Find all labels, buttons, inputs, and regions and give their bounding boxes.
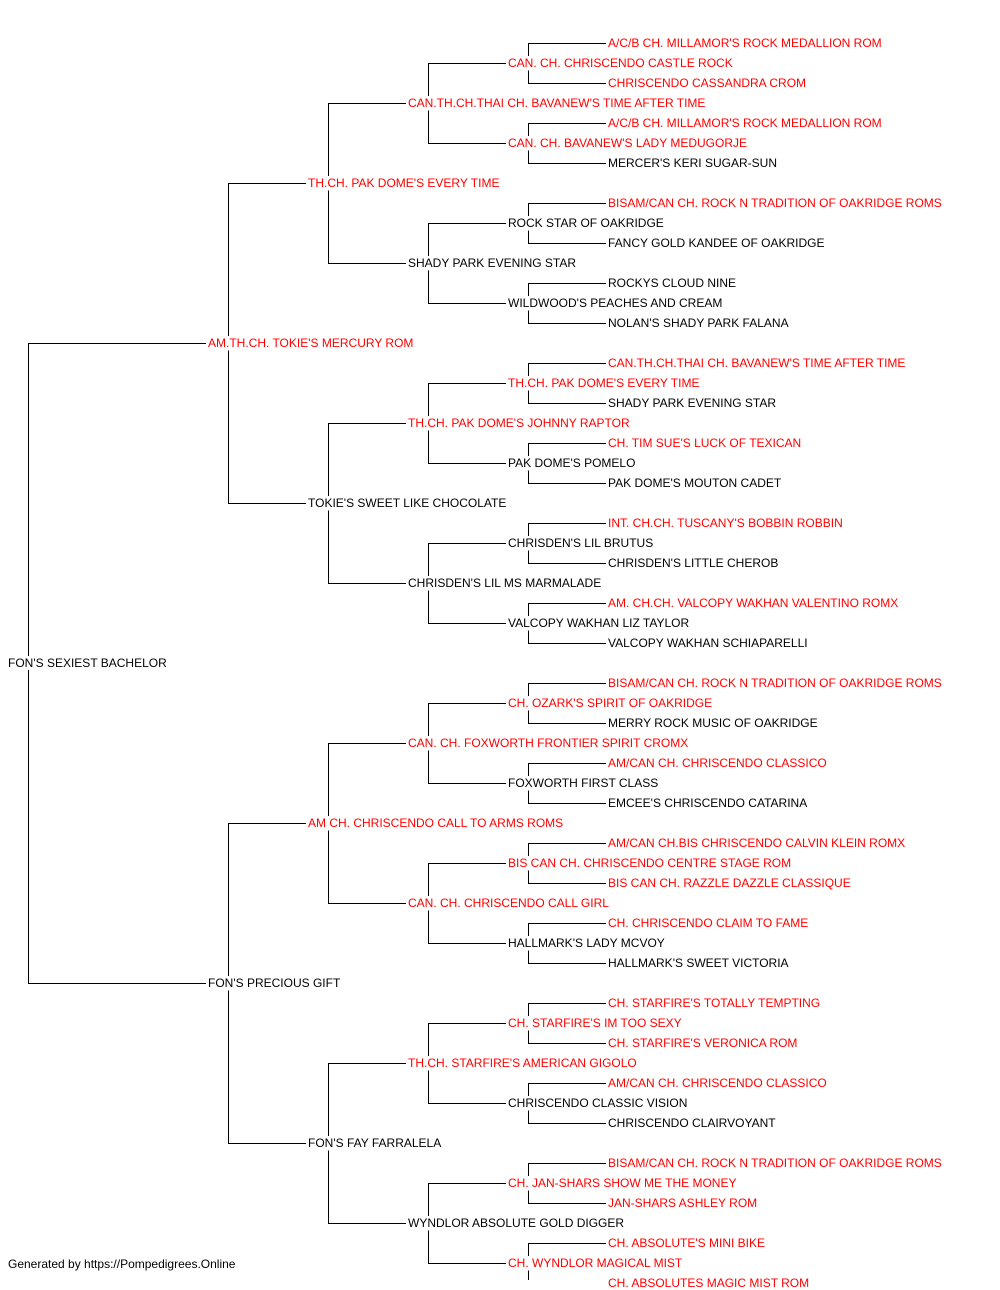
pedigree-entry-gen5-chrisden-s-little-cherob: CHRISDEN'S LITTLE CHEROB <box>608 556 780 570</box>
pedigree-entry-gen5-ch-absolutes-magic-mist-rom: CH. ABSOLUTES MAGIC MIST ROM <box>608 1276 811 1290</box>
pedigree-entry-gen4-chriscendo-classic-vision: CHRISCENDO CLASSIC VISION <box>508 1096 689 1110</box>
pedigree-entry-gen5-merry-rock-music-of-oakridge: MERRY ROCK MUSIC OF OAKRIDGE <box>608 716 819 730</box>
pedigree-entry-gen4-can-ch-bavanew-s-lady-medugorje: CAN. CH. BAVANEW'S LADY MEDUGORJE <box>508 136 748 150</box>
pedigree-entry-gen2-th-ch-pak-dome-s-every-time: TH.CH. PAK DOME'S EVERY TIME <box>308 176 501 190</box>
pedigree-entry-gen5-am-ch-ch-valcopy-wakhan-valentino-romx: AM. CH.CH. VALCOPY WAKHAN VALENTINO ROMX <box>608 596 900 610</box>
pedigree-entry-gen4-foxworth-first-class: FOXWORTH FIRST CLASS <box>508 776 660 790</box>
pedigree-entry-gen4-hallmark-s-lady-mcvoy: HALLMARK'S LADY MCVOY <box>508 936 666 950</box>
pedigree-entry-gen5-shady-park-evening-star: SHADY PARK EVENING STAR <box>608 396 778 410</box>
pedigree-entry-gen4-bis-can-ch-chriscendo-centre-stage-rom: BIS CAN CH. CHRISCENDO CENTRE STAGE ROM <box>508 856 793 870</box>
pedigree-entry-gen2-am-ch-chriscendo-call-to-arms-roms: AM CH. CHRISCENDO CALL TO ARMS ROMS <box>308 816 565 830</box>
pedigree-entry-gen4-th-ch-pak-dome-s-every-time: TH.CH. PAK DOME'S EVERY TIME <box>508 376 701 390</box>
pedigree-entry-gen5-chriscendo-cassandra-crom: CHRISCENDO CASSANDRA CROM <box>608 76 808 90</box>
pedigree-entry-gen5-am-can-ch-chriscendo-classico: AM/CAN CH. CHRISCENDO CLASSICO <box>608 756 828 770</box>
pedigree-entry-gen5-a-c-b-ch-millamor-s-rock-medallion-rom: A/C/B CH. MILLAMOR'S ROCK MEDALLION ROM <box>608 36 883 50</box>
pedigree-entry-gen4-valcopy-wakhan-liz-taylor: VALCOPY WAKHAN LIZ TAYLOR <box>508 616 691 630</box>
pedigree-entry-gen4-ch-ozark-s-spirit-of-oakridge: CH. OZARK'S SPIRIT OF OAKRIDGE <box>508 696 714 710</box>
pedigree-entry-gen4-pak-dome-s-pomelo: PAK DOME'S POMELO <box>508 456 637 470</box>
pedigree-entry-gen3-th-ch-pak-dome-s-johnny-raptor: TH.CH. PAK DOME'S JOHNNY RAPTOR <box>408 416 631 430</box>
pedigree-entry-gen5-am-can-ch-chriscendo-classico: AM/CAN CH. CHRISCENDO CLASSICO <box>608 1076 828 1090</box>
pedigree-entry-gen5-bis-can-ch-razzle-dazzle-classique: BIS CAN CH. RAZZLE DAZZLE CLASSIQUE <box>608 876 852 890</box>
pedigree-entry-gen5-a-c-b-ch-millamor-s-rock-medallion-rom: A/C/B CH. MILLAMOR'S ROCK MEDALLION ROM <box>608 116 883 130</box>
pedigree-entry-gen5-emcee-s-chriscendo-catarina: EMCEE'S CHRISCENDO CATARINA <box>608 796 809 810</box>
pedigree-entry-gen5-bisam-can-ch-rock-n-tradition-of-oakridge-roms: BISAM/CAN CH. ROCK N TRADITION OF OAKRID… <box>608 676 943 690</box>
pedigree-entry-gen5-jan-shars-ashley-rom: JAN-SHARS ASHLEY ROM <box>608 1196 759 1210</box>
pedigree-entry-gen5-bisam-can-ch-rock-n-tradition-of-oakridge-roms: BISAM/CAN CH. ROCK N TRADITION OF OAKRID… <box>608 196 943 210</box>
pedigree-entry-gen3-chrisden-s-lil-ms-marmalade: CHRISDEN'S LIL MS MARMALADE <box>408 576 603 590</box>
pedigree-entry-gen4-chrisden-s-lil-brutus: CHRISDEN'S LIL BRUTUS <box>508 536 655 550</box>
pedigree-entry-gen5-chriscendo-clairvoyant: CHRISCENDO CLAIRVOYANT <box>608 1116 777 1130</box>
pedigree-entry-gen5-ch-chriscendo-claim-to-fame: CH. CHRISCENDO CLAIM TO FAME <box>608 916 810 930</box>
pedigree-entry-gen5-int-ch-ch-tuscany-s-bobbin-robbin: INT. CH.CH. TUSCANY'S BOBBIN ROBBIN <box>608 516 844 530</box>
pedigree-entry-gen2-tokie-s-sweet-like-chocolate: TOKIE'S SWEET LIKE CHOCOLATE <box>308 496 508 510</box>
pedigree-entry-gen3-can-ch-chriscendo-call-girl: CAN. CH. CHRISCENDO CALL GIRL <box>408 896 610 910</box>
pedigree-entry-gen1-am-th-ch-tokie-s-mercury-rom: AM.TH.CH. TOKIE'S MERCURY ROM <box>208 336 415 350</box>
pedigree-entry-gen5-hallmark-s-sweet-victoria: HALLMARK'S SWEET VICTORIA <box>608 956 790 970</box>
pedigree-entry-gen4-rock-star-of-oakridge: ROCK STAR OF OAKRIDGE <box>508 216 665 230</box>
pedigree-entry-gen1-fon-s-precious-gift: FON'S PRECIOUS GIFT <box>208 976 342 990</box>
pedigree-entry-gen5-ch-absolute-s-mini-bike: CH. ABSOLUTE'S MINI BIKE <box>608 1236 766 1250</box>
pedigree-entry-gen5-can-th-ch-thai-ch-bavanew-s-time-after-time: CAN.TH.CH.THAI CH. BAVANEW'S TIME AFTER … <box>608 356 907 370</box>
pedigree-entry-gen3-shady-park-evening-star: SHADY PARK EVENING STAR <box>408 256 578 270</box>
pedigree-entry-gen5-ch-starfire-s-totally-tempting: CH. STARFIRE'S TOTALLY TEMPTING <box>608 996 822 1010</box>
pedigree-entry-gen3-can-ch-foxworth-frontier-spirit-cromx: CAN. CH. FOXWORTH FRONTIER SPIRIT CROMX <box>408 736 690 750</box>
pedigree-entry-gen0-fon-s-sexiest-bachelor: FON'S SEXIEST BACHELOR <box>8 656 168 670</box>
pedigree-entry-gen4-wildwood-s-peaches-and-cream: WILDWOOD'S PEACHES AND CREAM <box>508 296 724 310</box>
pedigree-entry-gen5-valcopy-wakhan-schiaparelli: VALCOPY WAKHAN SCHIAPARELLI <box>608 636 809 650</box>
pedigree-entry-gen5-ch-tim-sue-s-luck-of-texican: CH. TIM SUE'S LUCK OF TEXICAN <box>608 436 803 450</box>
pedigree-entry-gen5-fancy-gold-kandee-of-oakridge: FANCY GOLD KANDEE OF OAKRIDGE <box>608 236 826 250</box>
pedigree-entry-gen5-mercer-s-keri-sugar-sun: MERCER'S KERI SUGAR-SUN <box>608 156 778 170</box>
pedigree-entry-gen5-am-can-ch-bis-chriscendo-calvin-klein-romx: AM/CAN CH.BIS CHRISCENDO CALVIN KLEIN RO… <box>608 836 907 850</box>
pedigree-entry-gen4-ch-wyndlor-magical-mist: CH. WYNDLOR MAGICAL MIST <box>508 1256 684 1270</box>
generated-by-footer: Generated by https://Pompedigrees.Online <box>8 1257 236 1271</box>
pedigree-entry-gen4-can-ch-chriscendo-castle-rock: CAN. CH. CHRISCENDO CASTLE ROCK <box>508 56 734 70</box>
pedigree-entry-gen4-ch-jan-shars-show-me-the-money: CH. JAN-SHARS SHOW ME THE MONEY <box>508 1176 738 1190</box>
pedigree-entry-gen5-nolan-s-shady-park-falana: NOLAN'S SHADY PARK FALANA <box>608 316 790 330</box>
pedigree-entry-gen5-rockys-cloud-nine: ROCKYS CLOUD NINE <box>608 276 738 290</box>
pedigree-entry-gen5-ch-starfire-s-veronica-rom: CH. STARFIRE'S VERONICA ROM <box>608 1036 799 1050</box>
pedigree-entry-gen3-can-th-ch-thai-ch-bavanew-s-time-after-time: CAN.TH.CH.THAI CH. BAVANEW'S TIME AFTER … <box>408 96 707 110</box>
pedigree-entry-gen5-bisam-can-ch-rock-n-tradition-of-oakridge-roms: BISAM/CAN CH. ROCK N TRADITION OF OAKRID… <box>608 1156 943 1170</box>
pedigree-entry-gen3-th-ch-starfire-s-american-gigolo: TH.CH. STARFIRE'S AMERICAN GIGOLO <box>408 1056 638 1070</box>
pedigree-entry-gen2-fon-s-fay-farralela: FON'S FAY FARRALELA <box>308 1136 443 1150</box>
pedigree-entry-gen4-ch-starfire-s-im-too-sexy: CH. STARFIRE'S IM TOO SEXY <box>508 1016 683 1030</box>
pedigree-entry-gen5-pak-dome-s-mouton-cadet: PAK DOME'S MOUTON CADET <box>608 476 783 490</box>
pedigree-entry-gen3-wyndlor-absolute-gold-digger: WYNDLOR ABSOLUTE GOLD DIGGER <box>408 1216 626 1230</box>
